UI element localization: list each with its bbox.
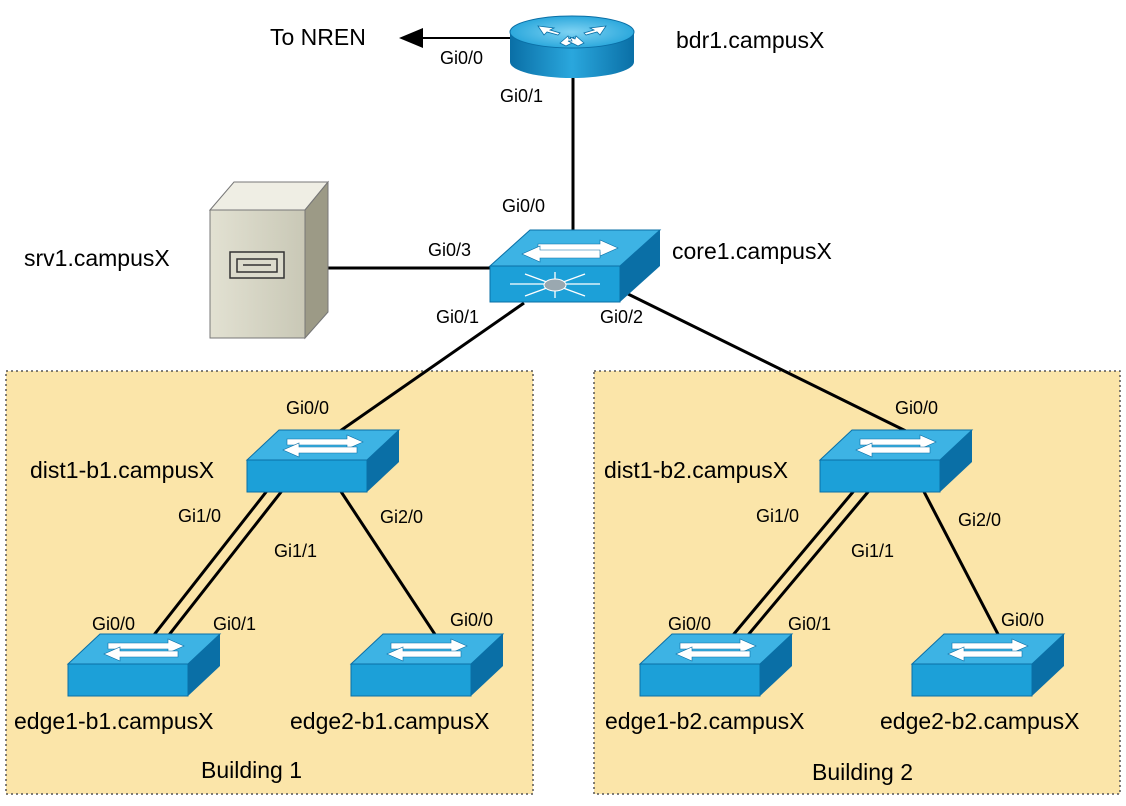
port-label: Gi1/1 (851, 541, 894, 561)
building1-label: Building 1 (201, 757, 302, 783)
port-label: Gi2/0 (958, 510, 1001, 530)
port-label: Gi0/1 (788, 614, 831, 634)
port-label: Gi0/3 (428, 240, 471, 260)
switch-icon[interactable] (66, 633, 222, 697)
bdr-hostname: bdr1.campusX (676, 27, 824, 53)
edge2-b1-hostname: edge2-b1.campusX (290, 708, 489, 734)
router-icon[interactable] (509, 15, 635, 78)
switch-icon[interactable] (638, 633, 794, 697)
link-dist-b1-edge1-a (148, 486, 272, 641)
links (148, 28, 1002, 642)
port-label: Gi0/1 (213, 614, 256, 634)
link-dist-b1-edge1-b (163, 486, 287, 641)
switch-icon[interactable] (818, 429, 974, 493)
port-label: Gi0/1 (436, 307, 479, 327)
switch-icon[interactable] (910, 633, 1066, 697)
switch-icon[interactable] (245, 429, 401, 493)
switch-icon[interactable] (349, 633, 505, 697)
port-label: Gi0/0 (286, 398, 329, 418)
edge2-b2-hostname: edge2-b2.campusX (880, 708, 1079, 734)
link-core-dist-b1 (329, 301, 525, 440)
port-label: Gi1/1 (274, 541, 317, 561)
port-label: Gi0/0 (450, 610, 493, 630)
port-label: Gi0/0 (440, 48, 483, 68)
port-label: Gi0/2 (600, 307, 643, 327)
server-icon[interactable] (208, 180, 330, 340)
edge1-b1-hostname: edge1-b1.campusX (14, 708, 213, 734)
port-label: Gi0/0 (895, 398, 938, 418)
port-label: Gi0/0 (92, 614, 135, 634)
link-dist-b2-edge1-b (741, 485, 875, 642)
dist-b2-hostname: dist1-b2.campusX (604, 457, 788, 483)
multilayer-switch-icon[interactable] (488, 229, 662, 303)
server-hostname: srv1.campusX (24, 245, 170, 271)
edge1-b2-hostname: edge1-b2.campusX (605, 708, 804, 734)
link-dist-b2-edge1-a (726, 485, 860, 642)
dist-b1-hostname: dist1-b1.campusX (30, 457, 214, 483)
link-dist-b1-edge2 (334, 483, 440, 640)
link-core-dist-b2 (627, 292, 913, 436)
port-label: Gi0/0 (668, 614, 711, 634)
link-dist-b2-edge2 (918, 483, 1002, 639)
nren-label: To NREN (270, 24, 366, 50)
building2-label: Building 2 (812, 759, 913, 785)
port-label: Gi1/0 (178, 506, 221, 526)
port-label: Gi2/0 (380, 507, 423, 527)
port-label: Gi0/0 (502, 196, 545, 216)
port-label: Gi1/0 (756, 506, 799, 526)
core-hostname: core1.campusX (672, 238, 832, 264)
port-label: Gi0/0 (1001, 610, 1044, 630)
port-label: Gi0/1 (500, 86, 543, 106)
